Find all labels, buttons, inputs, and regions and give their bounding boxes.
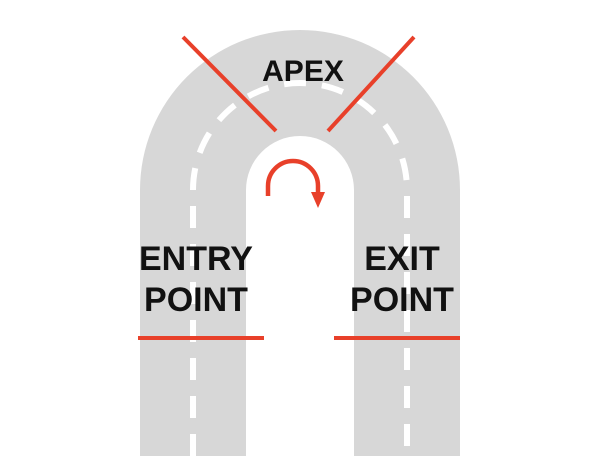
- road-track: [140, 30, 460, 456]
- u-turn-arrow-icon: [265, 158, 325, 208]
- apex-marker-left: [181, 35, 278, 133]
- apex-label: APEX: [262, 55, 344, 88]
- exit-label-line2: POINT: [350, 281, 454, 319]
- entry-label-line2: POINT: [144, 281, 248, 319]
- exit-label-line1: EXIT: [364, 240, 440, 278]
- apex-marker-right: [326, 35, 416, 133]
- entry-label-line1: ENTRY: [139, 240, 253, 278]
- lane-center-line: [190, 80, 410, 456]
